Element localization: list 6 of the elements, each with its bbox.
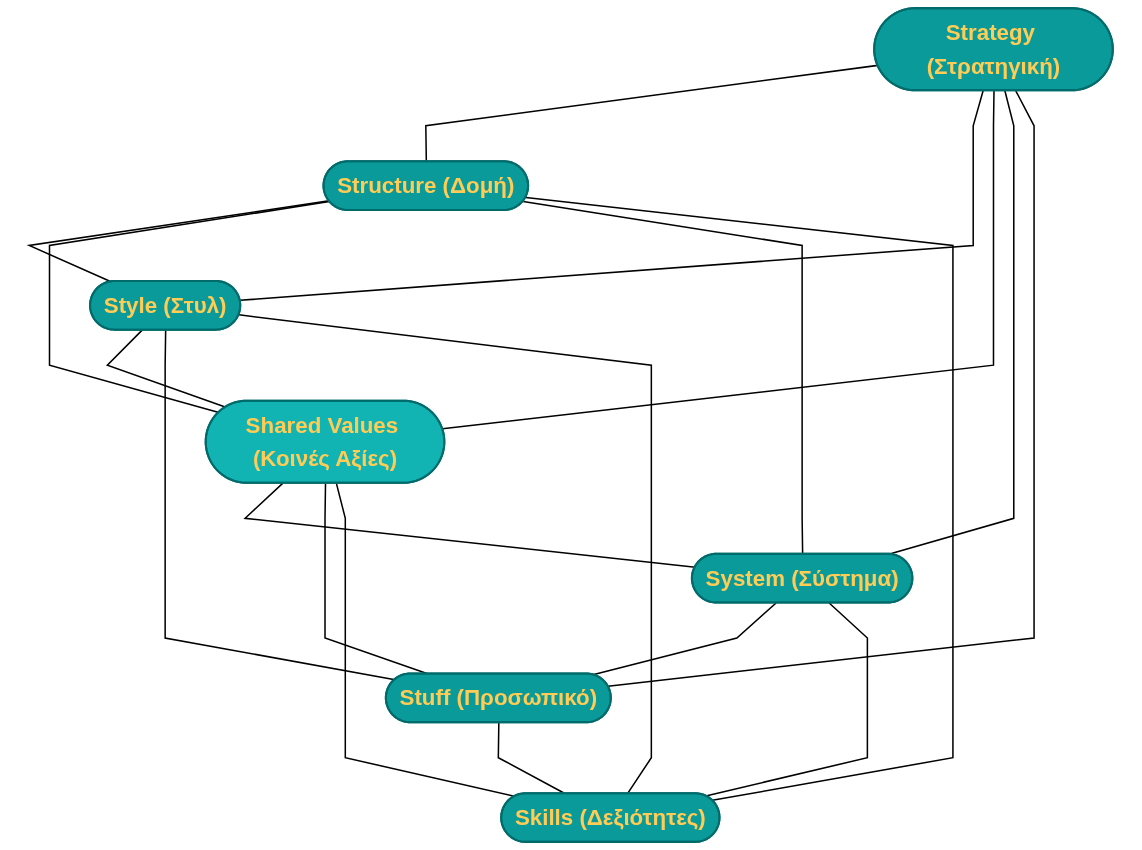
- connector: [164, 329, 396, 681]
- connector: [607, 90, 1035, 687]
- connector: [239, 90, 984, 302]
- connector: [48, 200, 331, 414]
- connector: [525, 196, 954, 802]
- connector: [441, 90, 995, 430]
